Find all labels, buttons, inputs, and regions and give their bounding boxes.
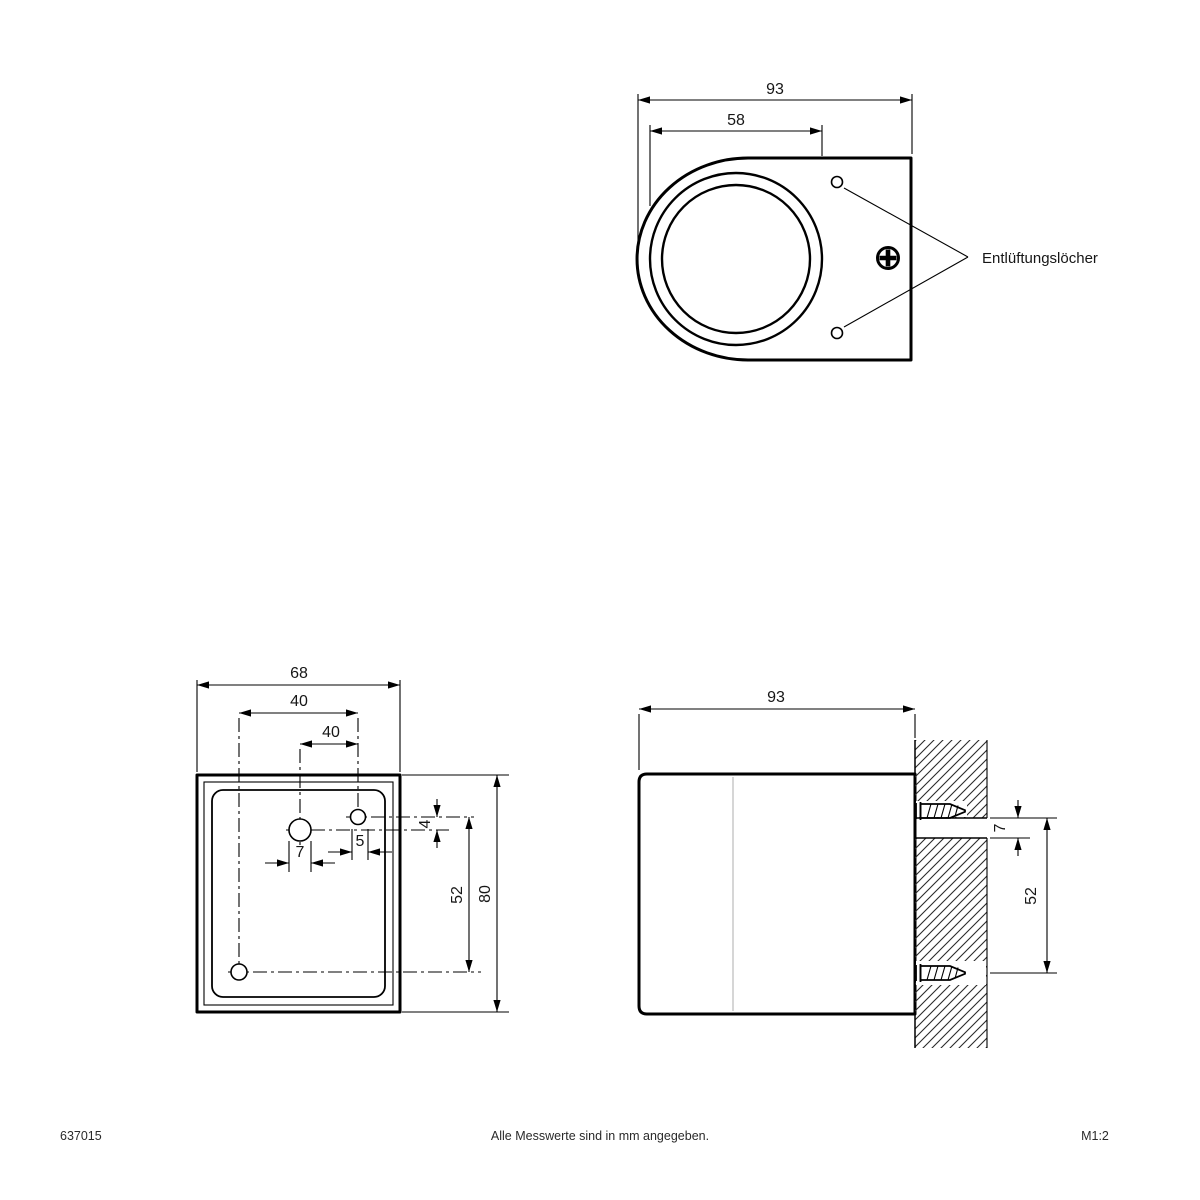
front-face-view: Entlüftungslöcher 93 58 bbox=[635, 81, 1098, 362]
wall-section bbox=[914, 740, 988, 1048]
svg-text:93: 93 bbox=[766, 81, 784, 98]
lamp-body-outline bbox=[635, 156, 913, 362]
drawing-scale: M1:2 bbox=[1081, 1129, 1109, 1143]
back-plate-view: 68 40 40 7 5 4 bbox=[195, 665, 509, 1014]
dimension-height-80: 80 bbox=[402, 774, 509, 1013]
vent-hole-top bbox=[830, 175, 844, 189]
wall-hatch-lower bbox=[915, 838, 987, 1048]
mount-hole-bottom-left bbox=[230, 963, 248, 981]
svg-text:4: 4 bbox=[417, 819, 434, 828]
lens-ring bbox=[648, 171, 824, 347]
screw-head-icon bbox=[876, 246, 900, 270]
svg-text:52: 52 bbox=[449, 886, 466, 904]
backplate-mid bbox=[203, 781, 394, 1006]
dimension-hole-span-40: 40 bbox=[239, 693, 358, 717]
vent-hole-bottom bbox=[830, 326, 844, 340]
svg-text:7: 7 bbox=[992, 823, 1009, 832]
svg-text:52: 52 bbox=[1023, 887, 1040, 905]
dimension-hole-span-inner-40: 40 bbox=[300, 724, 358, 748]
lens-glass bbox=[660, 183, 812, 335]
lamp-side-body bbox=[637, 772, 917, 1016]
dimension-screw-spacing-52: 52 bbox=[990, 818, 1057, 974]
dimension-front-width-93: 93 bbox=[637, 81, 913, 250]
svg-text:40: 40 bbox=[322, 724, 340, 741]
vent-holes-leader-lines bbox=[843, 187, 969, 328]
screw-clearance-lower bbox=[916, 961, 986, 985]
svg-text:80: 80 bbox=[477, 885, 494, 903]
measurement-note: Alle Messwerte sind in mm angegeben. bbox=[491, 1129, 709, 1143]
footer: 637015 Alle Messwerte sind in mm angegeb… bbox=[60, 1129, 1109, 1143]
svg-text:93: 93 bbox=[767, 689, 785, 706]
svg-text:7: 7 bbox=[296, 844, 305, 861]
dimension-vertical-52: 52 bbox=[449, 817, 473, 972]
mount-hole-right bbox=[349, 808, 367, 826]
center-lines bbox=[228, 718, 481, 976]
dimension-offset-4: 4 bbox=[417, 799, 441, 848]
dimension-back-width-68: 68 bbox=[196, 665, 401, 772]
svg-text:5: 5 bbox=[356, 833, 365, 850]
dimension-slot-5: 5 bbox=[328, 829, 392, 860]
svg-text:58: 58 bbox=[727, 112, 745, 129]
mount-hole-center bbox=[288, 818, 312, 842]
dimension-depth-93: 93 bbox=[638, 689, 916, 770]
backplate-outer bbox=[195, 773, 402, 1014]
svg-text:40: 40 bbox=[290, 693, 308, 710]
dimension-lens-58: 58 bbox=[649, 112, 823, 206]
vent-holes-label: Entlüftungslöcher bbox=[982, 250, 1098, 267]
article-number: 637015 bbox=[60, 1129, 102, 1143]
lens-highlight bbox=[689, 207, 772, 329]
backplate-inner bbox=[211, 789, 386, 998]
dimension-slot-7: 7 bbox=[265, 841, 335, 872]
svg-text:68: 68 bbox=[290, 665, 308, 682]
mounted-side-view: 93 7 52 bbox=[637, 689, 1057, 1048]
